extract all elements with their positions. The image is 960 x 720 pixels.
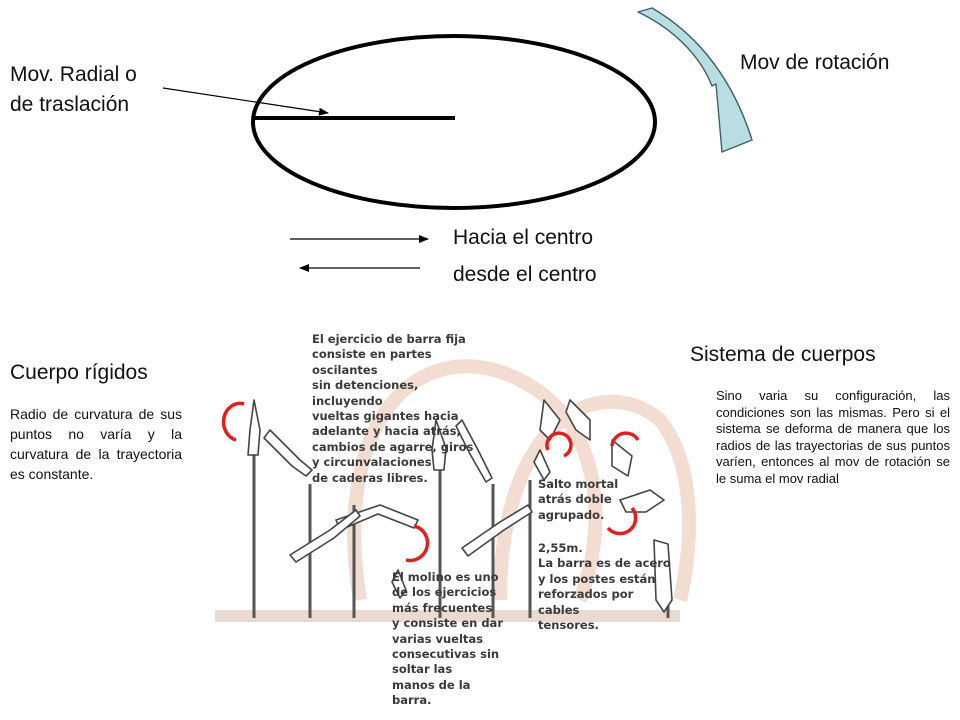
radial-motion-label: Mov. Radial o de traslación	[10, 60, 137, 120]
figure-windmill-text: El molino es uno de los ejercicios más f…	[392, 570, 503, 708]
gymnastics-figure	[215, 359, 696, 622]
rigid-body-description: Radio de curvatura de sus puntos no varí…	[10, 406, 182, 482]
radial-label-line1: Mov. Radial o	[10, 63, 137, 86]
radial-pointer-arrow	[162, 87, 329, 116]
figure-bar-facts-text: 2,55m. La barra es de acero y los postes…	[538, 541, 671, 633]
figure-background-arcs	[347, 359, 696, 603]
toward-center-label: Hacia el centro	[453, 226, 594, 249]
system-of-bodies-title: Sistema de cuerpos	[690, 343, 876, 366]
figure-red-arrows	[221, 401, 640, 563]
figure-intro-text: El ejercicio de barra fija consiste en p…	[312, 332, 474, 485]
radial-label-line2: de traslación	[10, 93, 130, 116]
gymnast-silhouettes	[247, 399, 673, 613]
system-of-bodies-description: Sino varia su configuración, las condici…	[716, 388, 950, 486]
trajectory-ellipse	[251, 34, 657, 210]
rotation-motion-label: Mov de rotación	[740, 51, 890, 74]
figure-somersault-text: Salto mortal atrás doble agrupado.	[538, 477, 619, 522]
rotation-curved-arrow-icon	[637, 7, 753, 153]
rigid-body-title: Cuerpo rígidos	[10, 361, 148, 384]
figure-floor	[215, 610, 680, 622]
from-center-label: desde el centro	[453, 263, 597, 286]
